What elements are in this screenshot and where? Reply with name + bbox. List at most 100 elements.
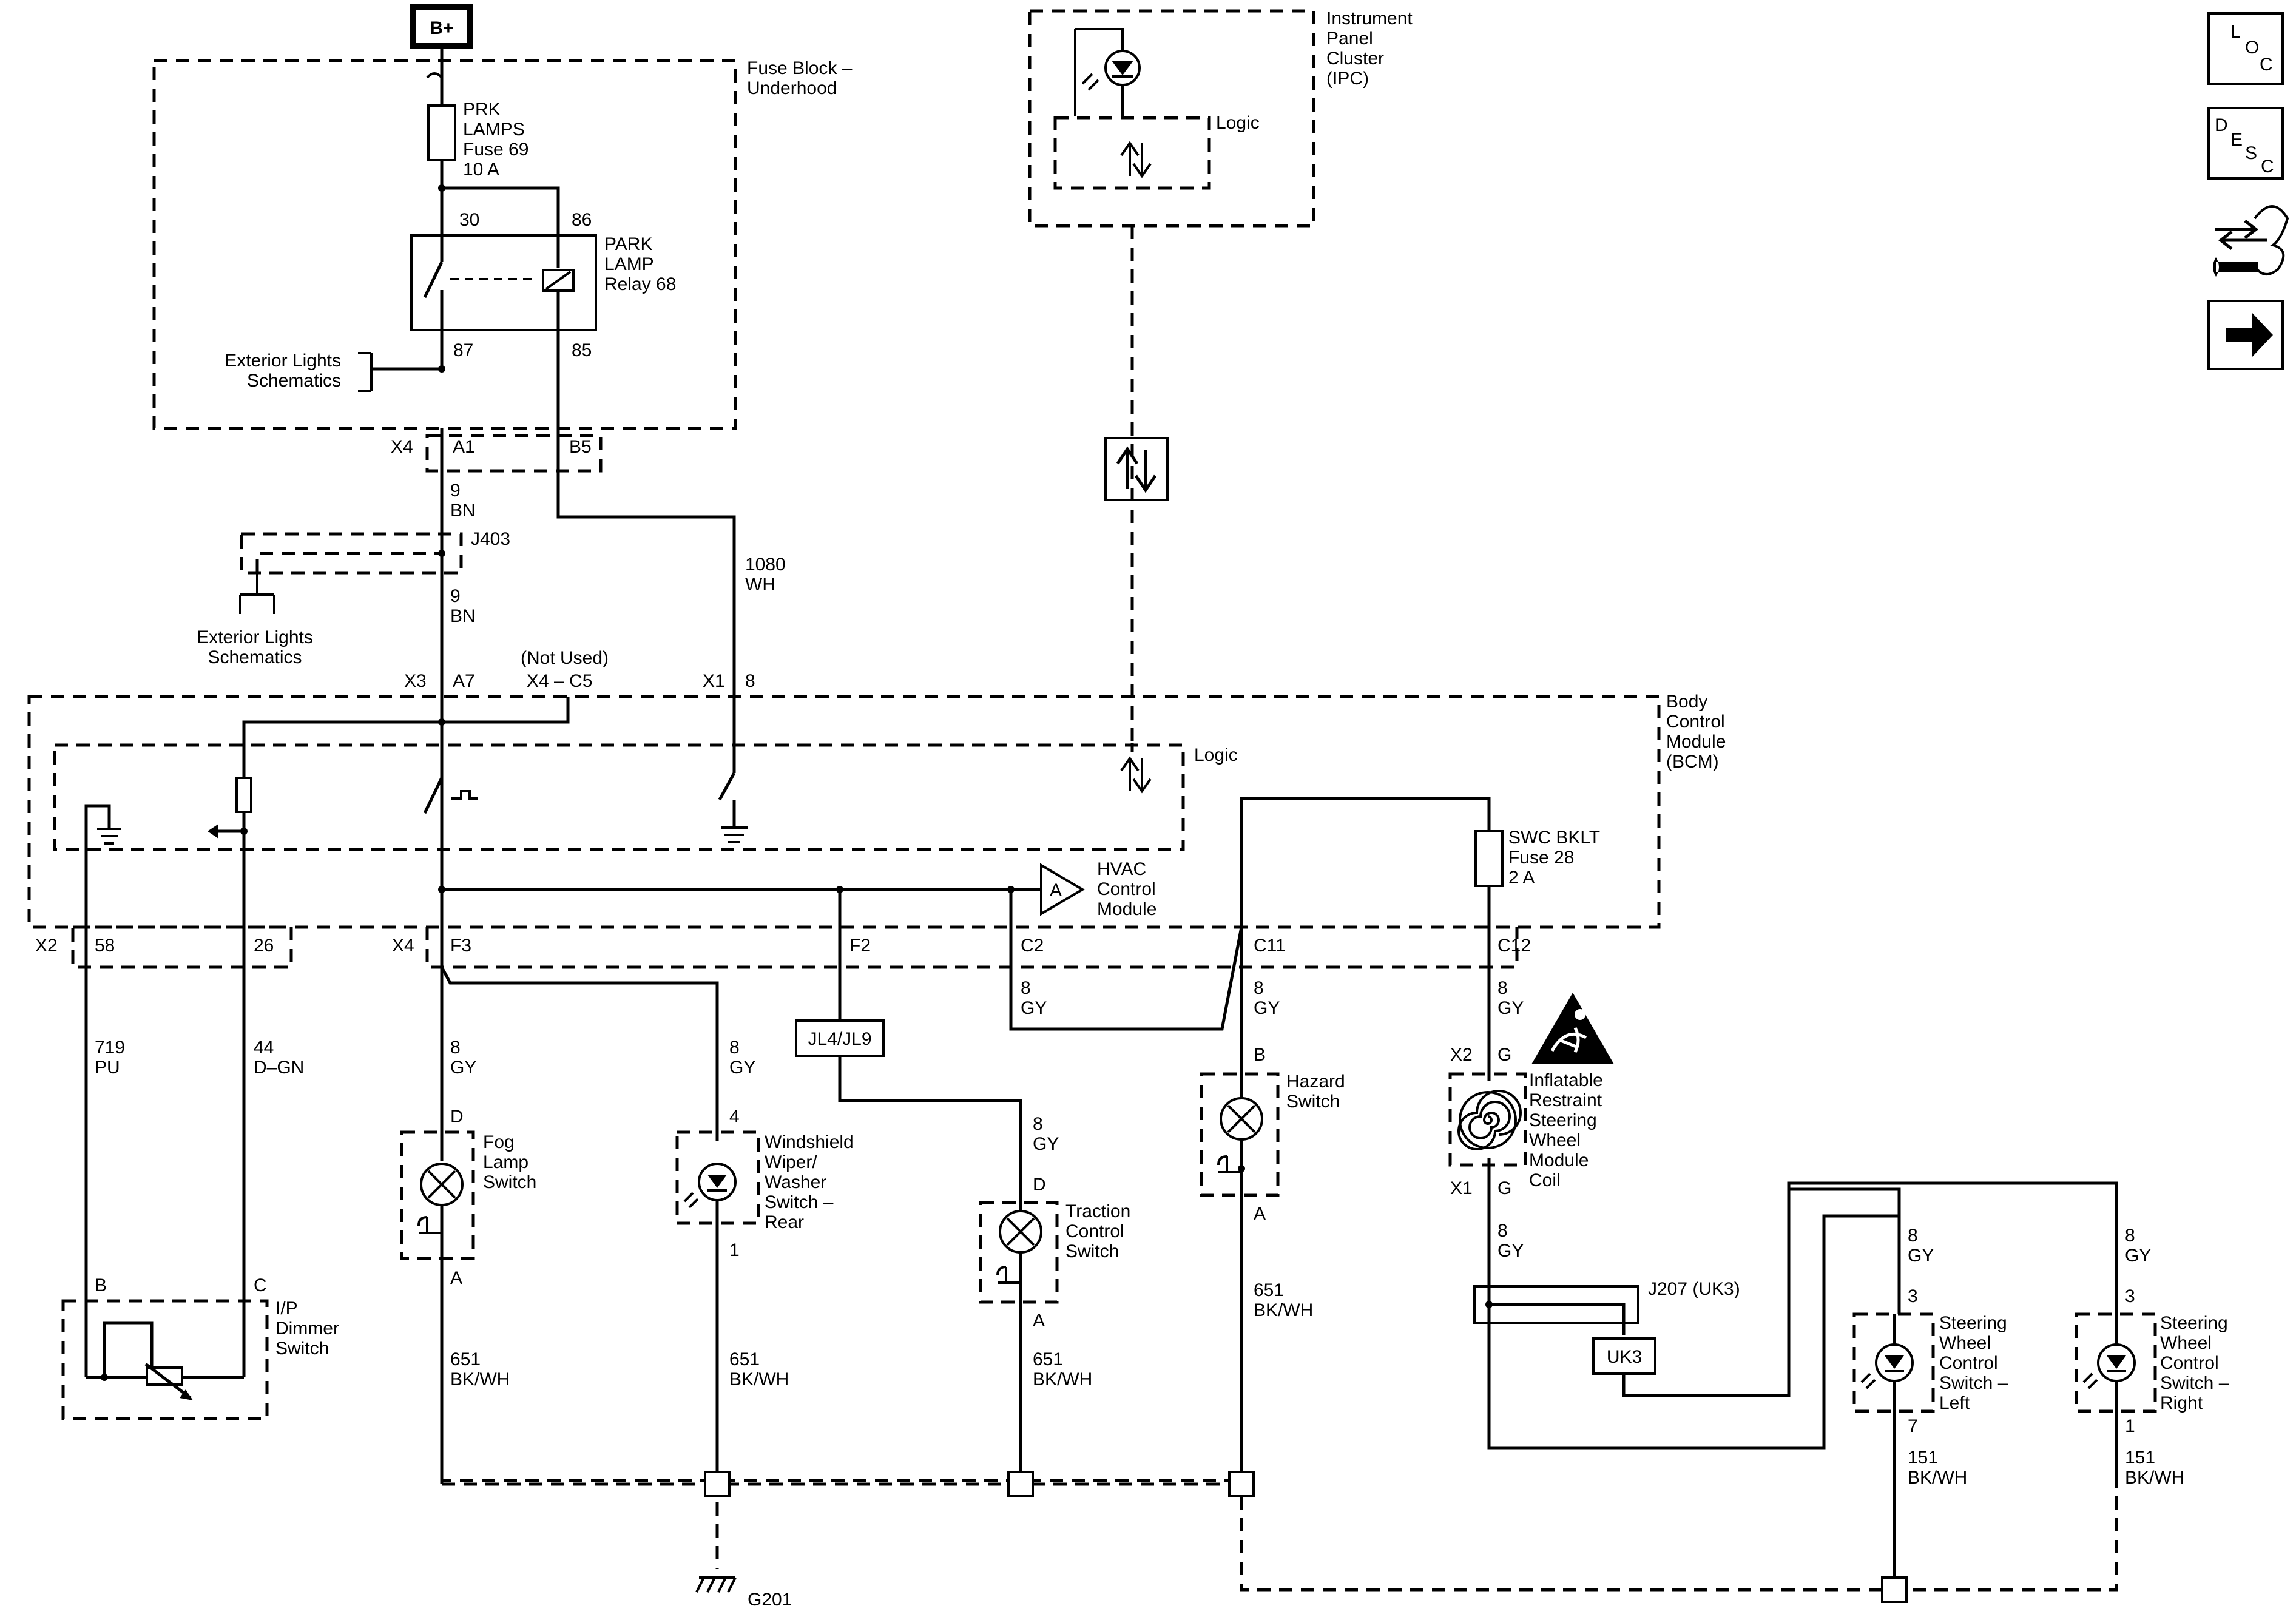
hvac-pin-a: A	[1050, 880, 1062, 900]
dimmer-pin-c: C	[254, 1275, 267, 1295]
swl-pin-3: 3	[1908, 1286, 1918, 1306]
text-line: GY	[1497, 998, 1524, 1018]
pin-86: 86	[572, 210, 592, 230]
clockspring-icon	[1459, 1091, 1517, 1149]
swr-pin-1: 1	[2125, 1416, 2135, 1436]
fog-pin-a: A	[450, 1268, 462, 1288]
pin-26: 26	[254, 936, 274, 956]
pin-c11: C11	[1254, 936, 1286, 956]
text-line: 8	[1254, 978, 1264, 998]
fuse-block-boundary	[152, 59, 737, 430]
pin-85: 85	[572, 340, 592, 360]
text-line: PU	[95, 1058, 120, 1078]
pin-87: 87	[453, 340, 473, 360]
text-line: 719	[95, 1038, 125, 1058]
text-line: Wheel	[1529, 1130, 1581, 1150]
text-line: 8	[1497, 1221, 1508, 1241]
text-line: BK/WH	[729, 1369, 789, 1389]
text-line: Body	[1666, 692, 1707, 712]
text-line: Module	[1666, 732, 1726, 752]
coil-connector-x2: X2	[1450, 1045, 1473, 1065]
text-line: 151	[2125, 1448, 2155, 1468]
pin-58: 58	[95, 936, 115, 956]
nav-location-button[interactable]: L O C	[2207, 12, 2284, 85]
text-line: Switch	[483, 1172, 536, 1192]
bcm-logic-box	[53, 743, 1185, 851]
bcm-boundary	[27, 695, 1661, 929]
loc-letter-o: O	[2245, 38, 2259, 58]
text-line: Dimmer	[275, 1318, 339, 1338]
text-line: GY	[1021, 998, 1047, 1018]
text-line: 651	[450, 1349, 481, 1369]
bcm-resistor-icon	[235, 777, 252, 813]
swc-bklt-fuse-icon	[1474, 830, 1504, 887]
text-line: Fuse 28	[1508, 848, 1574, 868]
text-line: 651	[729, 1349, 760, 1369]
text-line: BN	[450, 606, 476, 626]
text-line: Module	[1097, 899, 1156, 919]
pin-a1: A1	[453, 437, 475, 457]
traction-pin-d: D	[1033, 1175, 1046, 1195]
swl-pin-7: 7	[1908, 1416, 1918, 1436]
text-line: Schematics	[208, 647, 302, 667]
text-line: Steering	[1529, 1110, 1597, 1130]
text-line: HVAC	[1097, 859, 1146, 879]
text-line: 151	[1908, 1448, 1938, 1468]
connector-x4-a1-b5	[425, 434, 603, 473]
fuse-block-title: Fuse Block –Underhood	[747, 58, 853, 98]
dimmer-pin-b: B	[95, 1275, 107, 1295]
loc-letter-l: L	[2230, 22, 2241, 42]
text-line: Control	[1939, 1353, 1998, 1373]
text-line: 8	[729, 1038, 740, 1058]
connector-x4-label: X4	[391, 437, 413, 457]
text-line: 8	[2125, 1226, 2135, 1246]
serial-data-icon	[1104, 437, 1169, 501]
text-line: GY	[729, 1058, 755, 1078]
text-line: Restraint	[1529, 1090, 1602, 1110]
uk3-label: UK3	[1607, 1347, 1642, 1367]
desc-letter-d: D	[2215, 115, 2228, 135]
nav-next-button[interactable]	[2207, 300, 2284, 370]
nav-description-button[interactable]: D E S C	[2207, 107, 2284, 180]
ground-g201-icon	[695, 1576, 737, 1593]
text-line: Hazard	[1286, 1072, 1345, 1092]
text-line: Fog	[483, 1132, 515, 1152]
bcm-logic-label: Logic	[1194, 745, 1238, 765]
text-line: Panel	[1326, 29, 1373, 49]
pin-30: 30	[459, 210, 479, 230]
text-line: Wiper/	[765, 1152, 817, 1172]
text-line: 9	[450, 586, 461, 606]
text-line: Cluster	[1326, 49, 1384, 69]
text-line: Coil	[1529, 1170, 1561, 1190]
text-line: GY	[1254, 998, 1280, 1018]
connector-x4-bottom: X4	[392, 936, 414, 956]
text-line: Wheel	[1939, 1333, 1991, 1353]
coil-pin-g-bottom: G	[1497, 1178, 1511, 1198]
text-line: Right	[2160, 1393, 2203, 1413]
pin-b5: B5	[569, 437, 592, 457]
ground-g201-label: G201	[748, 1590, 792, 1610]
text-line: GY	[1033, 1134, 1059, 1154]
text-line: Instrument	[1326, 8, 1413, 29]
text-line: Control	[2160, 1353, 2219, 1373]
text-line: 8	[450, 1038, 461, 1058]
text-line: Steering	[2160, 1313, 2228, 1333]
text-line: Exterior Lights	[225, 351, 341, 371]
nav-connector-end-view-icon[interactable]	[2213, 205, 2289, 277]
text-line: Wheel	[2160, 1333, 2212, 1353]
desc-letter-c: C	[2261, 157, 2274, 177]
